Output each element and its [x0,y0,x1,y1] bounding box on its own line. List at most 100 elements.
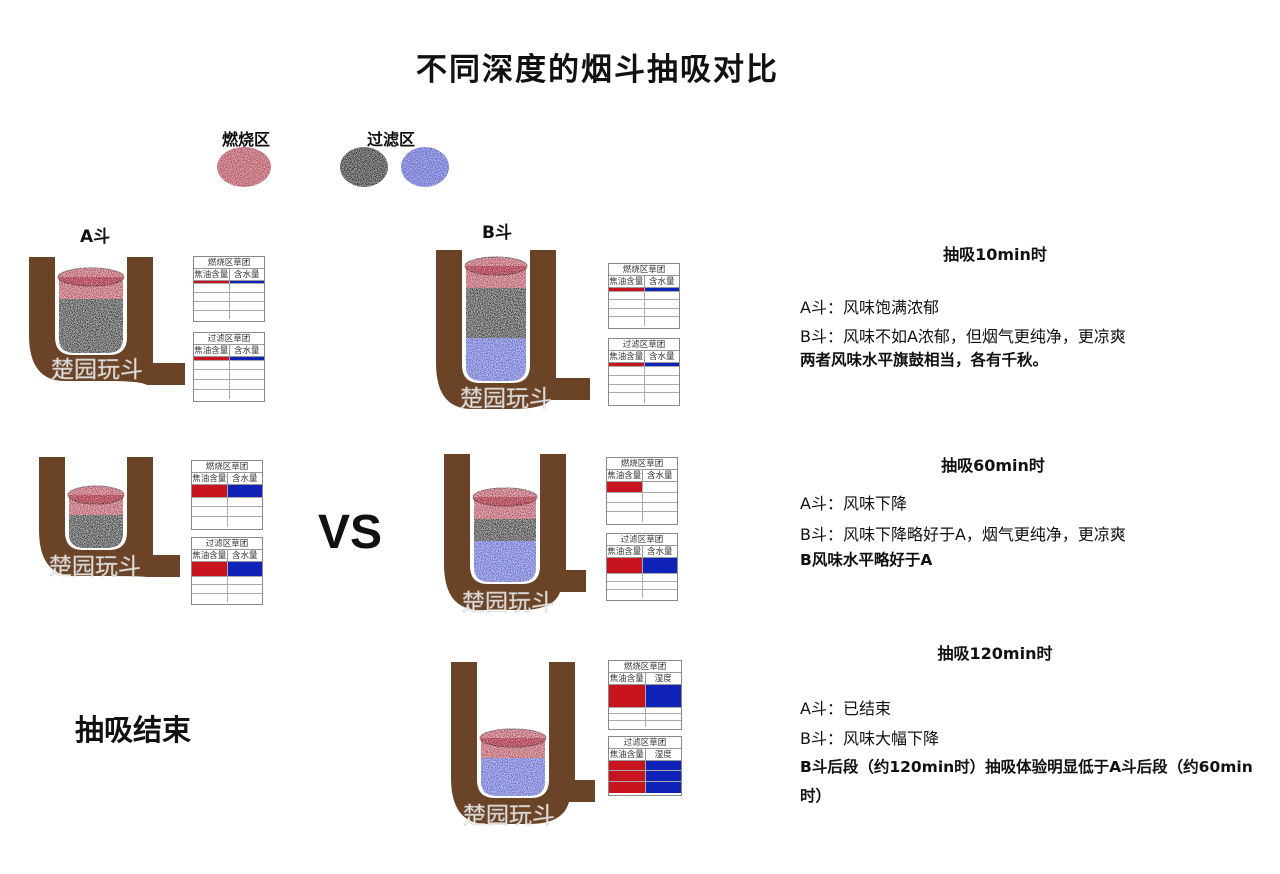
water-cell [643,590,678,598]
tar-cell [194,310,230,319]
tar-cell [192,585,228,593]
tar-cell [192,497,228,507]
tar-cell [194,301,230,310]
column-header-second: 含水量 [648,352,675,362]
water-cell [646,721,682,727]
section-60min-line-b: B斗：风味下降略好于A，烟气更纯净，更凉爽 [800,525,1126,544]
table-caption: 过滤区草团 [609,339,679,351]
column-header-tar: 焦油含量 [609,351,645,362]
water-cell [228,517,263,527]
vs-label: VS [318,506,383,559]
pipe-wood [444,454,586,610]
table-row [609,384,680,394]
section-10min-heading: 抽吸10min时 [943,245,1047,264]
filter-black-layer [69,515,123,548]
water-cell [230,293,265,301]
pipe-wood [39,457,180,577]
column-header-second: 含水量 [233,270,260,280]
tar-cell [609,375,645,384]
table-row [194,357,264,361]
column-header-tar: 焦油含量 [192,550,228,561]
table-header: 焦油含量湿度 [609,673,681,685]
water-cell [645,309,680,316]
tar-cell [192,516,228,527]
tar-cell [194,370,230,380]
water-cell [645,385,680,393]
water-cell [645,761,681,771]
tar-cell [607,512,643,522]
water-cell [230,370,265,379]
table-row [609,291,679,301]
column-header-second: 含水量 [646,471,673,481]
watermark-text: 楚园玩斗 [460,386,552,412]
pipe-a-60min-diagram: 楚园玩斗 [39,457,180,580]
pipe-b-60min-diagram: 楚园玩斗 [444,454,586,616]
tar-cell [194,281,230,284]
table-row [609,367,679,376]
column-header-second: 湿度 [654,674,672,684]
table-caption: 过滤区草团 [192,538,262,550]
table-caption: 燃烧区草团 [192,461,262,473]
water-cell [645,367,680,375]
tar-cell [609,714,646,720]
water-cell [644,363,679,366]
table-row [609,708,682,715]
water-cell [643,574,678,581]
table-row [192,585,262,594]
pipe-b-60min-burn-table: 燃烧区草团焦油含量含水量 [606,457,678,525]
table-row [194,301,264,311]
pipe-b-120min-burn-table: 燃烧区草团焦油含量湿度 [608,660,682,730]
water-cell [646,708,682,713]
legend-filter-black-swatch [340,147,388,187]
section-60min-conclusion: B风味水平略好于A [800,551,933,569]
tar-cell [194,389,230,399]
watermark-text: 楚园玩斗 [49,554,141,580]
table-row [194,380,264,390]
pipe-b-label: B斗 [482,223,512,243]
water-cell [228,507,263,516]
tar-cell [609,685,646,708]
filter-black-layer [466,288,526,338]
table-row [609,782,681,793]
tar-cell [609,316,645,326]
water-cell [645,685,681,708]
table-row [609,761,681,772]
table-row [609,363,679,367]
table-row [607,590,677,598]
tar-cell [609,288,645,291]
table-row [192,516,263,527]
legend-filter-label: 过滤区 [367,130,416,149]
table-row [609,720,682,727]
tar-cell [194,293,230,301]
legend-burn-label: 燃烧区 [222,130,271,149]
tar-cell [192,562,228,577]
tar-cell [607,590,643,598]
table-row [609,316,679,326]
tar-cell [607,493,643,502]
table-header: 焦油含量含水量 [194,345,264,357]
water-cell [230,284,265,292]
table-header: 焦油含量含水量 [192,550,262,562]
table-row [194,284,265,294]
column-header-tar: 焦油含量 [609,749,646,760]
pipe-a-60min-filter-table: 过滤区草团焦油含量含水量 [191,537,263,605]
section-120min-line-a: A斗：已结束 [800,699,891,718]
water-cell [643,582,678,589]
table-caption: 燃烧区草团 [194,257,264,269]
table-header: 焦油含量含水量 [194,269,264,281]
table-row [609,714,682,721]
table-header: 焦油含量湿度 [609,749,681,761]
table-row [607,582,677,590]
pipe-a-10min-filter-table: 过滤区草团焦油含量含水量 [193,332,265,402]
column-header-tar: 焦油含量 [609,673,646,684]
tar-cell [609,393,645,403]
pipe-b-10min-filter-table: 过滤区草团焦油含量含水量 [608,338,680,406]
tar-cell [609,771,646,782]
water-cell [646,714,682,719]
section-120min-line-b: B斗：风味大幅下降 [800,729,939,748]
tar-cell [194,380,230,389]
water-cell [645,376,680,384]
water-cell [642,558,677,573]
filter-black-layer [474,519,536,541]
tar-cell [609,363,645,366]
